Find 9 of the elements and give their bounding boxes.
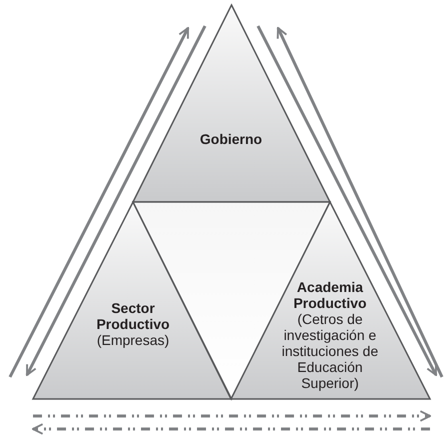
node-title: Academia Productivo [292, 279, 368, 311]
arrow [8, 27, 190, 378]
node-title: Gobierno [198, 131, 264, 147]
node-description: (Empresas) [96, 332, 170, 348]
node-description: (Cetros de investigación e instituciones de Educación Superior) [280, 311, 380, 391]
arrow [33, 410, 431, 422]
arrow [26, 25, 206, 376]
arrow [32, 423, 430, 435]
node-title: Sector Productivo [95, 300, 171, 332]
